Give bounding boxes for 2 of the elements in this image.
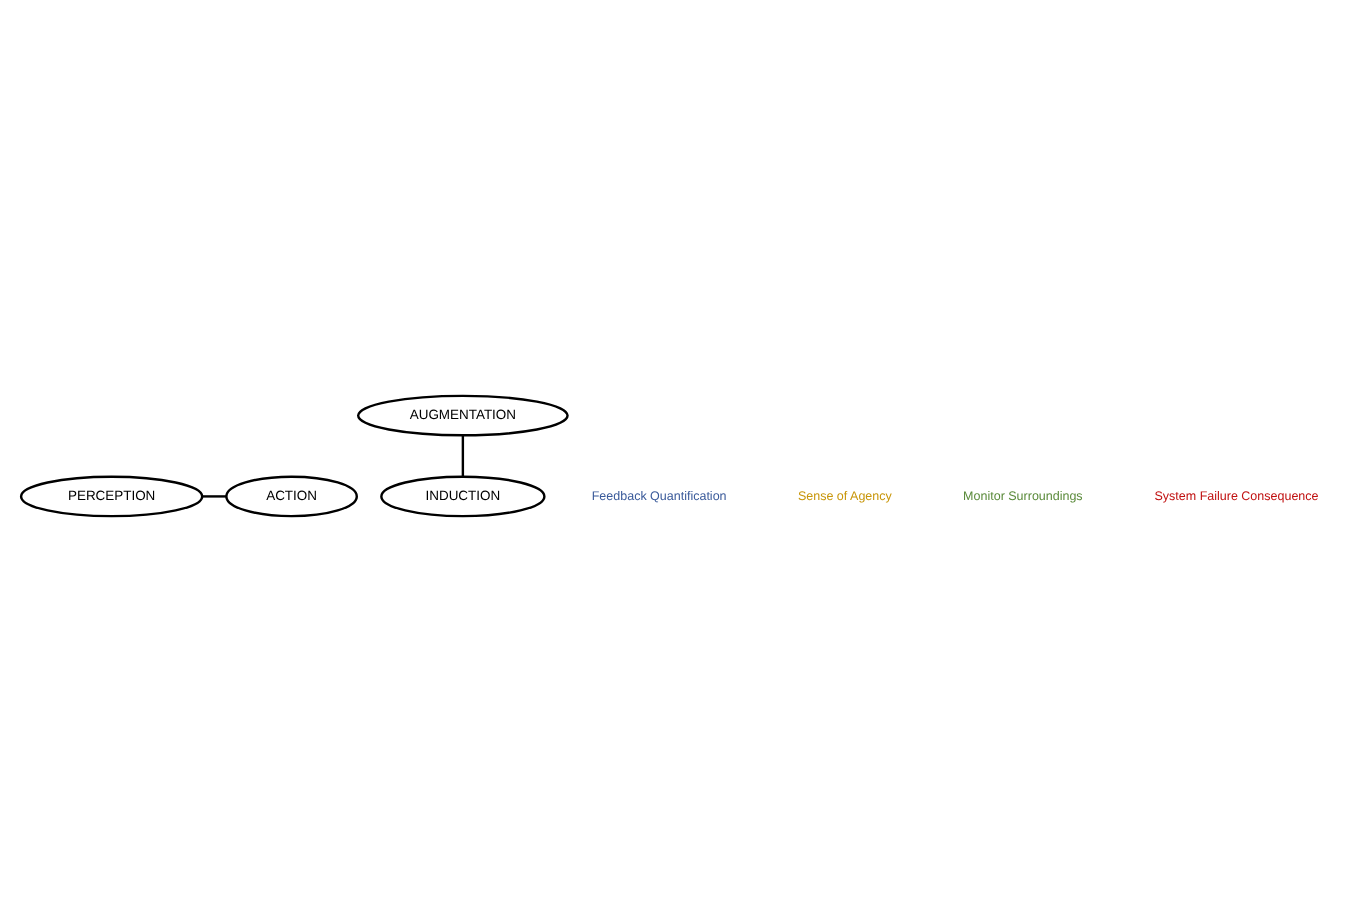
connector [202,494,227,497]
connector [461,434,465,476]
